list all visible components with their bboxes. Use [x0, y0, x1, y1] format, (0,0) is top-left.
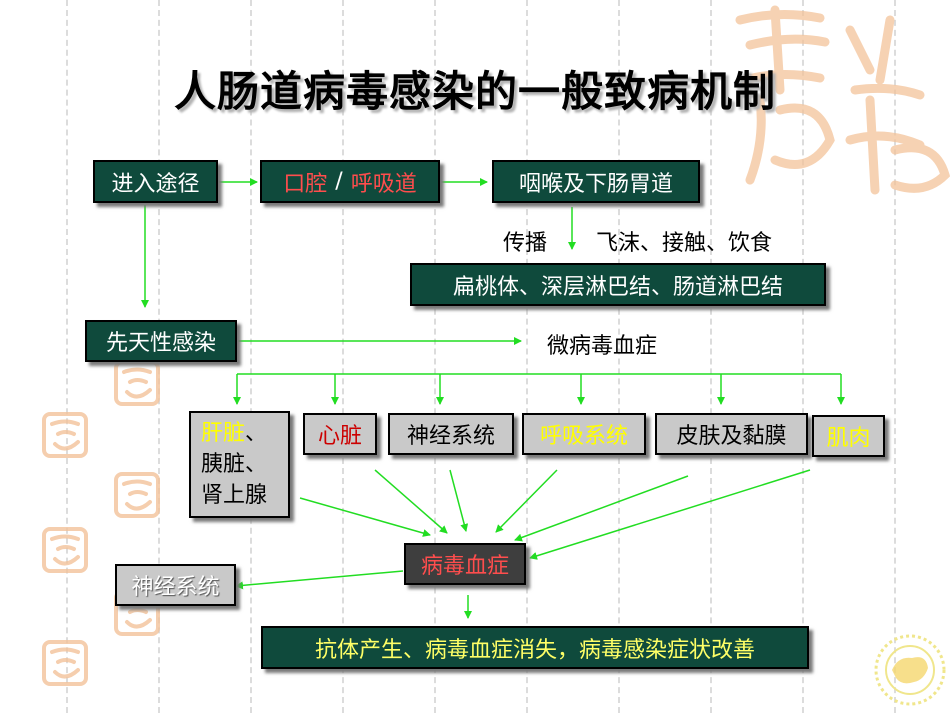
- viremia-label: 病毒血症: [420, 554, 509, 579]
- liver-label: 肝脏: [201, 421, 246, 446]
- arrow-heart-to-viremia: [374, 469, 448, 534]
- arrow-viremia-to-nervous: [235, 570, 404, 590]
- viremia-box: 病毒血症: [404, 543, 526, 585]
- nervous-system-outcome-box: 神经系统: [115, 564, 236, 606]
- nervous-system-outcome-label: 神经系统: [131, 575, 220, 600]
- mouth-airway-box: 口腔 / 呼吸道: [260, 160, 440, 203]
- micro-viremia-label: 微病毒血症: [547, 334, 658, 359]
- heart-label: 心脏: [317, 424, 362, 449]
- background-dashed-line: [710, 0, 712, 713]
- airway-label: 呼吸道: [350, 171, 417, 197]
- china-map-emblem-icon: [874, 634, 946, 706]
- background-dashed-line: [66, 0, 68, 713]
- mouth-label: 口腔: [283, 171, 328, 197]
- background-dashed-line: [802, 0, 804, 713]
- respiratory-system-box: 呼吸系统: [522, 413, 646, 455]
- slash-label: /: [335, 169, 343, 194]
- spread-label: 传播: [503, 231, 548, 256]
- skin-mucosa-label: 皮肤及黏膜: [676, 424, 787, 449]
- nervous-system-box: 神经系统: [388, 413, 514, 455]
- outcome-label: 抗体产生、病毒血症消失，病毒感染症状改善: [314, 637, 755, 663]
- page-title: 人肠道病毒感染的一般致病机制: [173, 67, 776, 116]
- calligraphy-watermark-icon: [735, 5, 950, 195]
- liver-pancreas-adrenal-box: 肝脏、 胰脏、 肾上腺: [189, 411, 290, 518]
- congenital-infection-box: 先天性感染: [85, 320, 237, 362]
- calligraphy-seal-icon: [114, 360, 160, 406]
- respiratory-system-label: 呼吸系统: [539, 424, 628, 449]
- arrow-respiratory-to-viremia: [495, 469, 558, 533]
- entry-route-label: 进入途径: [111, 171, 200, 197]
- entry-route-box: 进入途径: [93, 160, 218, 203]
- muscle-label: 肌肉: [826, 426, 871, 451]
- arrow-skin-to-viremia: [514, 475, 689, 542]
- spread-means-label: 飞沫、接触、饮食: [596, 231, 773, 256]
- pancreas-label: 胰脏、: [201, 452, 268, 477]
- background-dashed-line: [618, 0, 620, 713]
- heart-box: 心脏: [303, 413, 377, 455]
- liver-label-line: 肝脏、: [201, 418, 267, 449]
- background-dashed-line: [434, 0, 436, 713]
- liver-separator: 、: [245, 421, 268, 446]
- calligraphy-seal-icon: [42, 527, 88, 573]
- background-dashed-line: [250, 0, 252, 713]
- congenital-label: 先天性感染: [105, 331, 216, 356]
- calligraphy-seal-icon: [114, 472, 160, 518]
- arrow-muscle-to-viremia: [529, 469, 811, 560]
- calligraphy-seal-icon: [42, 412, 88, 458]
- calligraphy-seal-icon: [42, 640, 88, 686]
- pharynx-gut-label: 咽喉及下肠胃道: [518, 171, 673, 197]
- skin-mucosa-box: 皮肤及黏膜: [655, 413, 808, 455]
- pharynx-gut-box: 咽喉及下肠胃道: [492, 160, 700, 203]
- muscle-box: 肌肉: [812, 415, 885, 457]
- outcome-box: 抗体产生、病毒血症消失，病毒感染症状改善: [261, 626, 809, 669]
- adrenal-label: 肾上腺: [201, 483, 268, 508]
- background-dashed-line: [342, 0, 344, 713]
- arrow-liver-to-viremia: [299, 497, 431, 537]
- background-dashed-line: [894, 0, 896, 713]
- background-dashed-line: [526, 0, 528, 713]
- arrow-nervous-to-viremia: [449, 469, 469, 532]
- lymph-box: 扁桃体、深层淋巴结、肠道淋巴结: [410, 263, 826, 306]
- lymph-label: 扁桃体、深层淋巴结、肠道淋巴结: [452, 274, 783, 300]
- nervous-system-label: 神经系统: [406, 424, 495, 449]
